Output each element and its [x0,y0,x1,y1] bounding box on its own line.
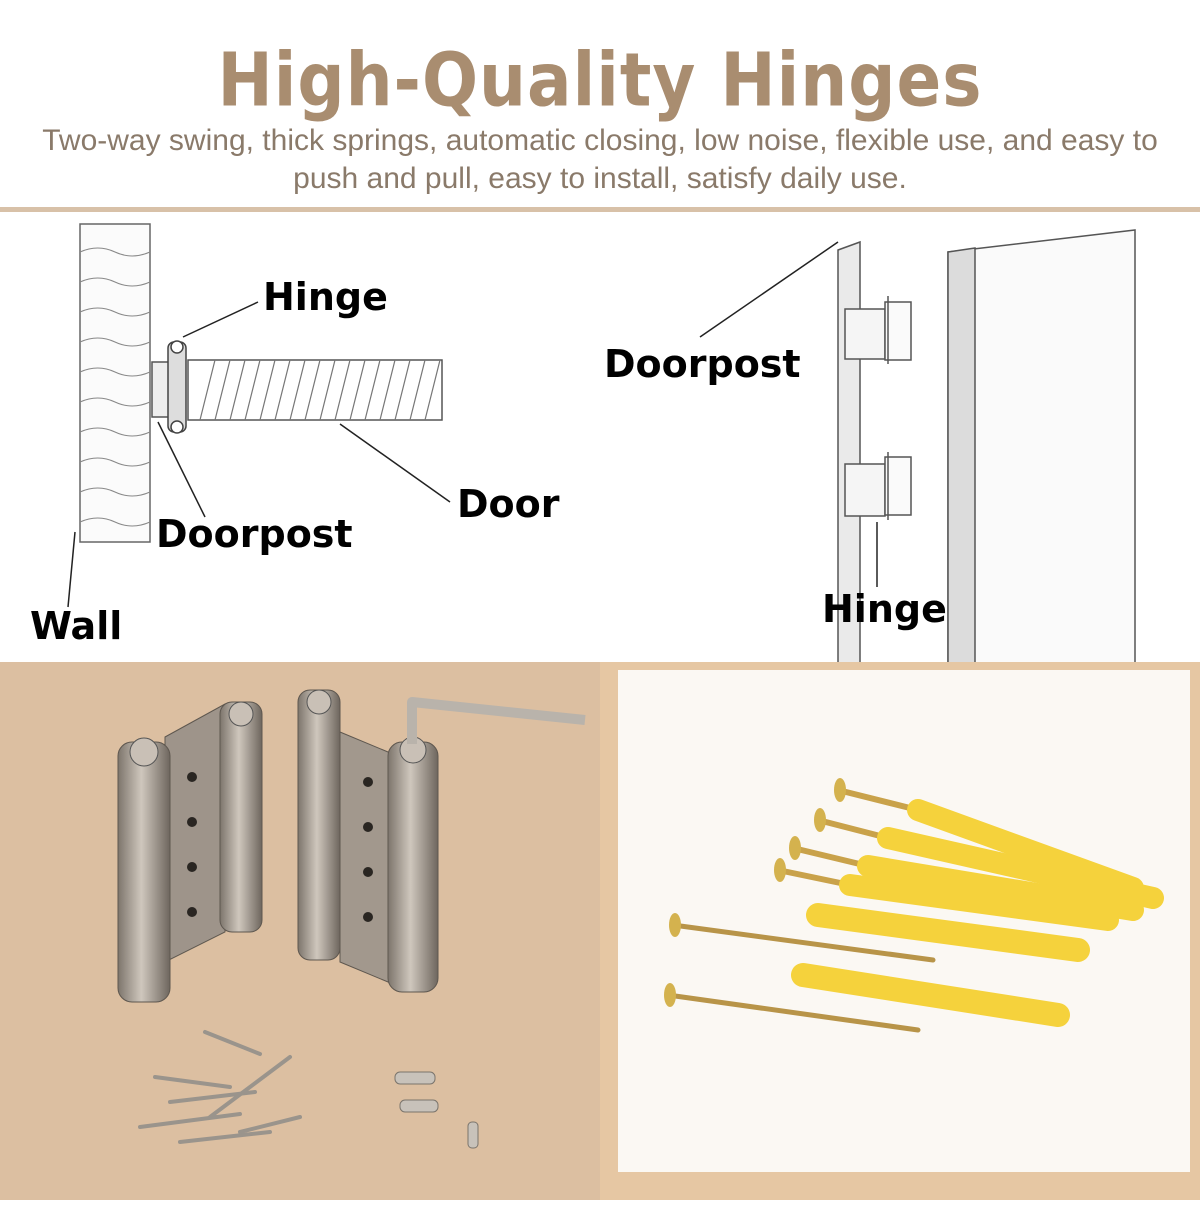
lower-hinge [844,452,912,520]
doorpost-leader-right [699,241,839,338]
hinges-photo [0,662,600,1200]
door-block [187,359,443,421]
doorpost-leader [157,421,206,518]
right-3d-view [699,229,1136,783]
hinge-body [167,341,187,433]
wall-block [79,223,151,543]
door-panel [947,229,1136,783]
installation-diagram: Hinge Doorpost Door Wall Doorpost Hinge [0,212,1200,783]
page-title: High-Quality Hinges [217,37,983,124]
upper-hinge [844,296,912,364]
door-leader [339,423,451,503]
left-top-view [67,223,451,608]
screws-illustration [664,778,1164,1033]
hinge-leader [182,301,259,338]
screws-photo-frame [618,670,1190,1172]
divider [0,207,1200,212]
label-doorpost-right: Doorpost [604,342,801,386]
label-hinge: Hinge [263,275,388,319]
label-doorpost: Doorpost [156,512,353,556]
label-hinge-right: Hinge [822,587,947,631]
diagram-drawing [67,223,1136,783]
hinges-illustration [117,689,586,1149]
page-subtitle: Two-way swing, thick springs, automatic … [42,124,1158,195]
label-wall: Wall [30,604,123,648]
label-door: Door [457,482,560,526]
screws-photo [600,662,1200,1200]
wall-leader [67,531,76,608]
